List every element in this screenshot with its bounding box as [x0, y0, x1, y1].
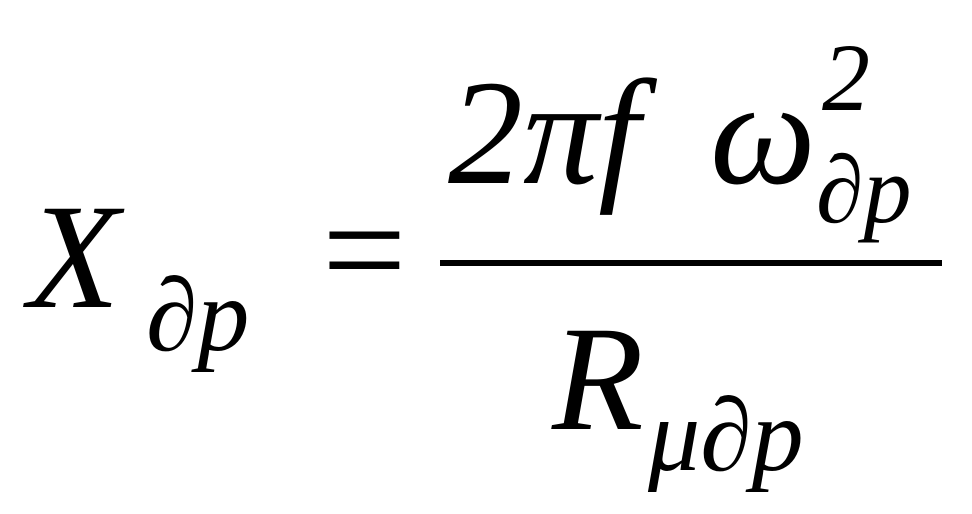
numerator-variable: ω: [710, 50, 816, 216]
denominator-subscript: μ∂p: [648, 378, 804, 493]
numerator-superscript: 2: [822, 24, 870, 131]
fraction-bar: [440, 260, 942, 266]
numerator-subscript: ∂p: [816, 136, 912, 243]
denominator-variable: R: [552, 296, 644, 462]
lhs-variable: X: [28, 174, 120, 340]
equals-sign: =: [322, 167, 407, 333]
numerator-coefficient: 2πf: [448, 50, 640, 216]
lhs-subscript: ∂p: [146, 258, 250, 373]
